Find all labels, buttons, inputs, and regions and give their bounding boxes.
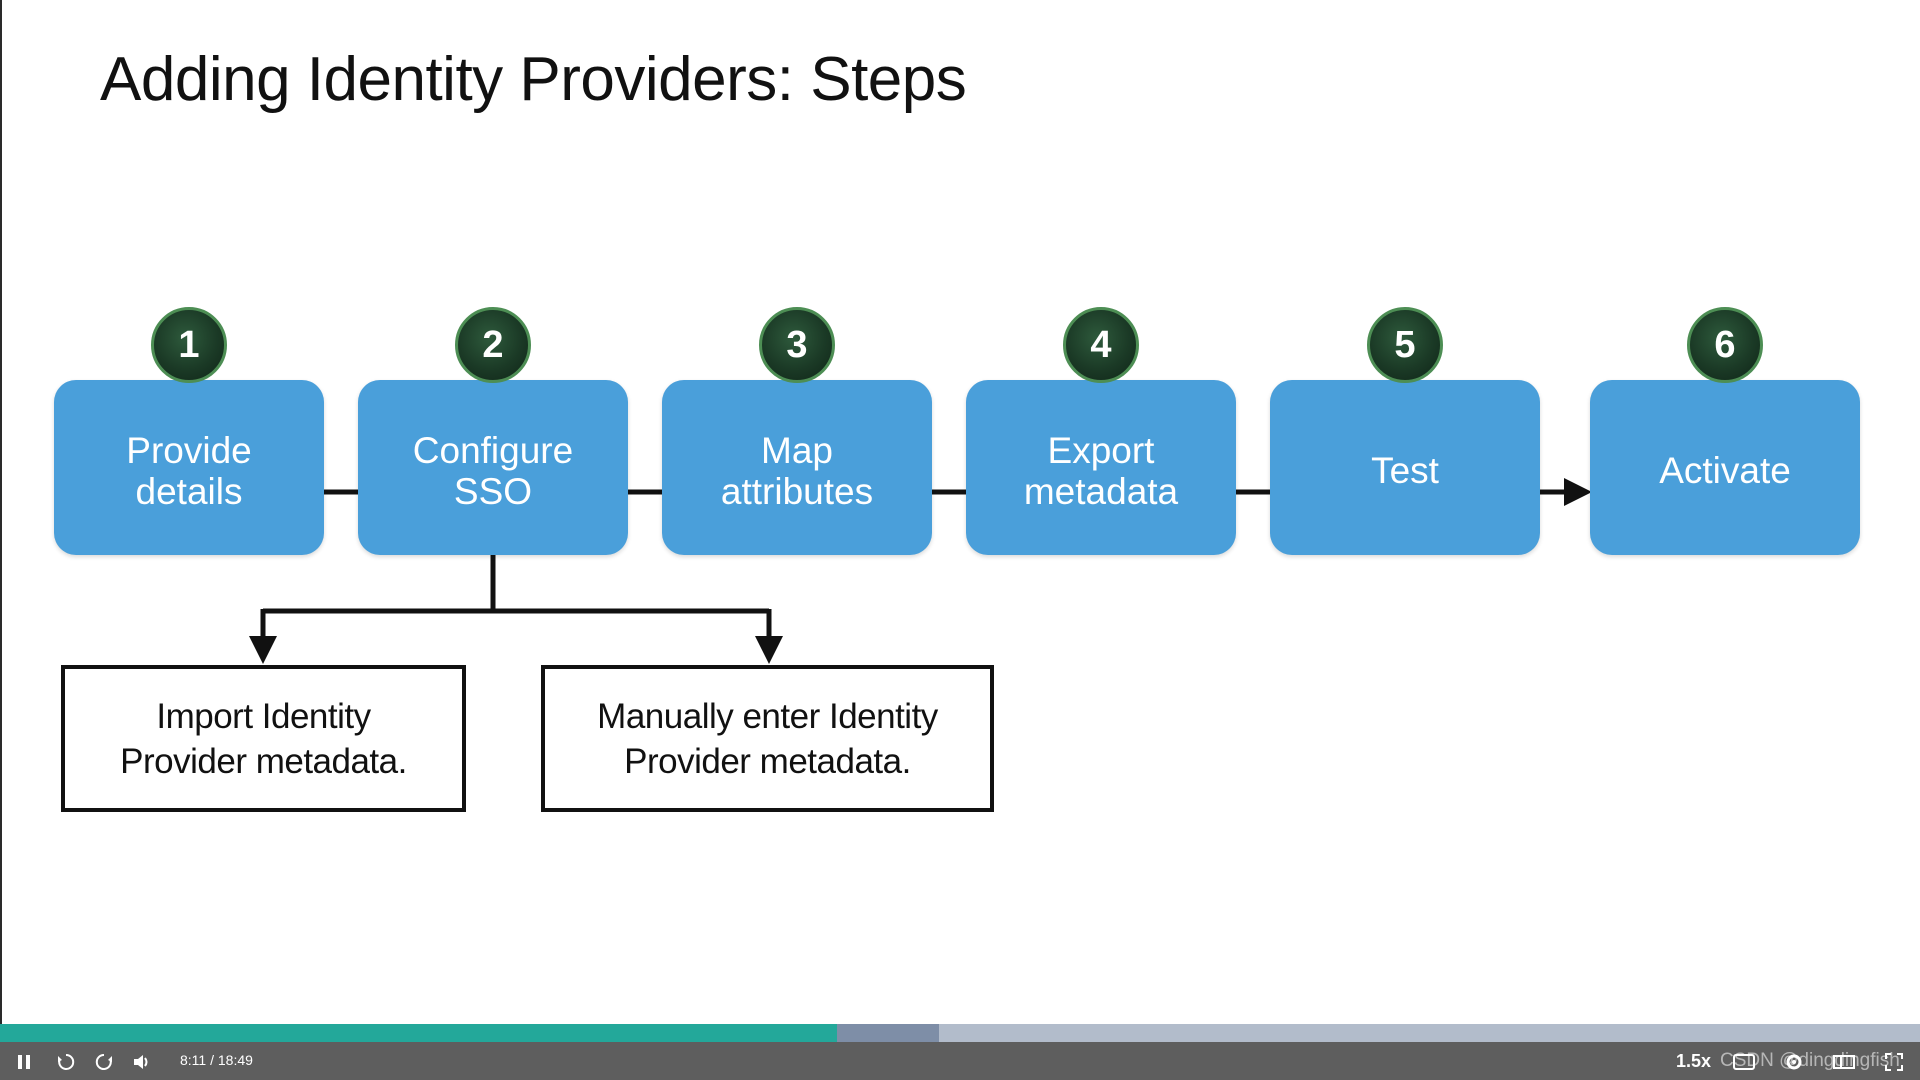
step-box-test: Test	[1270, 380, 1540, 555]
branch-left-arrow	[249, 636, 277, 664]
progress-bar[interactable]	[0, 1024, 1920, 1042]
captions-icon[interactable]	[1732, 1050, 1756, 1074]
step-number-badge: 4	[1063, 307, 1139, 383]
volume-icon[interactable]	[130, 1050, 154, 1074]
playback-time: 8:11 / 18:49	[180, 1052, 253, 1068]
forward-icon[interactable]	[92, 1050, 116, 1074]
slide: Adding Identity Providers: Steps	[0, 0, 1860, 1024]
step-label: Map attributes	[720, 429, 874, 512]
step-number-badge: 1	[151, 307, 227, 383]
option-manual-metadata: Manually enter Identity Provider metadat…	[541, 665, 994, 812]
step-label: Configure SSO	[412, 429, 574, 512]
step-box-configure-sso: Configure SSO	[358, 380, 628, 555]
step-label: Provide details	[126, 429, 252, 512]
playback-speed-button[interactable]: 1.5x	[1676, 1051, 1712, 1071]
step-box-export-metadata: Export metadata	[966, 380, 1236, 555]
progress-played	[0, 1024, 838, 1042]
slide-title: Adding Identity Providers: Steps	[100, 45, 967, 114]
step-label: Export metadata	[1023, 429, 1179, 512]
control-bar: 8:11 / 18:49 1.5x CSDN @dingdingfish	[0, 1042, 1920, 1080]
player-controls: 8:11 / 18:49 1.5x CSDN @dingdingfish	[0, 1024, 1920, 1080]
flow-connectors	[249, 478, 1592, 664]
settings-icon[interactable]	[1782, 1050, 1806, 1074]
step-label: Test	[1371, 450, 1439, 491]
step-box-activate: Activate	[1590, 380, 1860, 555]
fullscreen-icon[interactable]	[1882, 1050, 1906, 1074]
branch-right-arrow	[755, 636, 783, 664]
step-box-provide-details: Provide details	[54, 380, 324, 555]
arrow-5-6	[1564, 478, 1592, 506]
pause-icon[interactable]	[12, 1050, 36, 1074]
step-number-badge: 2	[455, 307, 531, 383]
step-box-map-attributes: Map attributes	[662, 380, 932, 555]
step-label: Activate	[1659, 450, 1791, 491]
option-import-metadata: Import Identity Provider metadata.	[61, 665, 466, 812]
option-label: Manually enter Identity Provider metadat…	[597, 696, 938, 781]
slide-left-border	[0, 0, 2, 1024]
option-label: Import Identity Provider metadata.	[120, 696, 407, 781]
rewind-icon[interactable]	[54, 1050, 78, 1074]
theater-icon[interactable]	[1832, 1050, 1856, 1074]
step-number-badge: 3	[759, 307, 835, 383]
step-number-badge: 6	[1687, 307, 1763, 383]
step-number-badge: 5	[1367, 307, 1443, 383]
